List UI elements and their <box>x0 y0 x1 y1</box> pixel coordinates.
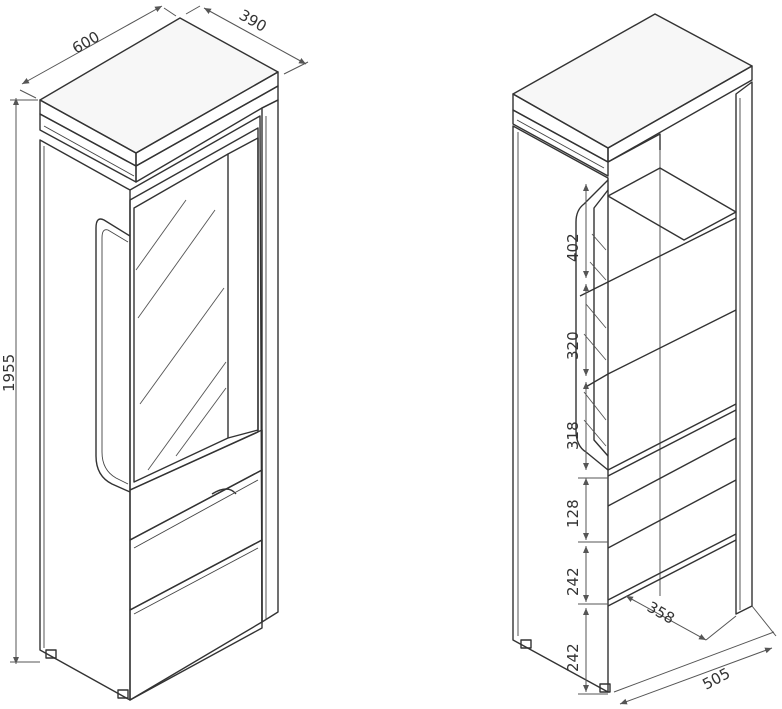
foot-front-open <box>599 683 611 693</box>
drawer-stack <box>129 429 263 701</box>
dim-depth-label: 390 <box>236 6 270 36</box>
dim-width-label: 600 <box>69 28 103 58</box>
dim-drawer-3-label: 242 <box>564 643 582 672</box>
shelves <box>579 167 737 607</box>
closed-cabinet-view <box>39 17 279 701</box>
light-strip-open <box>512 109 661 177</box>
right-side-panel <box>735 81 753 615</box>
left-dimensions <box>10 5 309 664</box>
dim-inner-depth-label: 358 <box>644 598 678 628</box>
open-cabinet-view <box>512 13 753 693</box>
dim-depth-right-label: 505 <box>699 664 733 693</box>
dim-drawer-1-label: 128 <box>564 499 582 528</box>
top-slab-open <box>512 13 753 163</box>
dim-drawer-2-label: 242 <box>564 567 582 596</box>
glass-door <box>129 127 259 491</box>
right-dimensions <box>578 184 777 705</box>
dim-shelf-3-label: 318 <box>564 421 582 450</box>
side-panel <box>261 99 279 623</box>
foot-front <box>117 689 129 699</box>
dim-height-label: 1955 <box>0 354 18 392</box>
foot-left <box>45 649 57 659</box>
dim-shelf-1-label: 402 <box>564 233 582 262</box>
foot-left-open <box>520 639 532 649</box>
dim-shelf-2-label: 320 <box>564 331 582 360</box>
door-handle-cutout <box>95 218 131 493</box>
